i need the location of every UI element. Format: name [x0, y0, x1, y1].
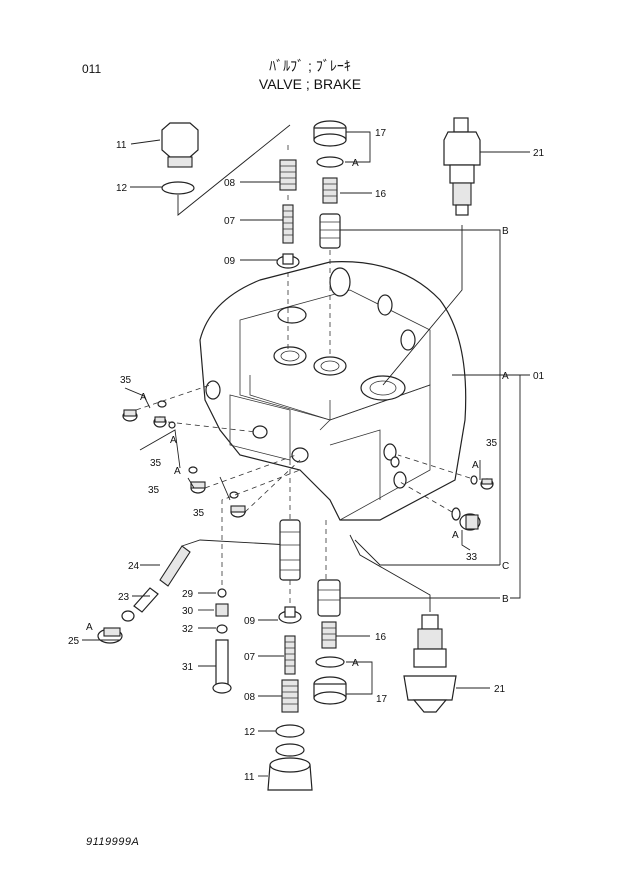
ref-line-b-join [500, 374, 521, 599]
ref-line-c [354, 539, 500, 566]
ref-c: C [502, 561, 509, 572]
ref-b-top: B [502, 226, 509, 237]
spring-24-leader [181, 539, 291, 547]
callout-17-bottom: 17 [376, 694, 388, 705]
oring-a1 [157, 400, 167, 408]
poppet-23 [133, 587, 159, 613]
callout-07-bottom: 07 [244, 652, 256, 663]
callout-31: 31 [182, 662, 194, 673]
oring-a4 [229, 491, 239, 499]
callout-35-1: 35 [120, 375, 132, 386]
callout-35-5: 35 [486, 438, 498, 449]
spring-16-top [322, 177, 338, 204]
oring-a2 [168, 421, 176, 429]
pin-31 [212, 639, 232, 694]
ref-b-bottom: B [502, 594, 509, 605]
ref-a-left-2: A [170, 435, 177, 446]
callout-35-3: 35 [148, 485, 160, 496]
document-code: 9119999A [86, 836, 140, 848]
callout-09-top: 09 [224, 256, 236, 267]
ref-a-right-1: A [472, 460, 479, 471]
callout-08-bottom: 08 [244, 692, 256, 703]
callout-17-top: 17 [375, 128, 387, 139]
callout-12-bottom: 12 [244, 727, 256, 738]
callout-07-top: 07 [224, 216, 236, 227]
plug-11-top [161, 122, 199, 168]
title-japanese: ﾊﾞﾙﾌﾞ ; ﾌﾞﾚｰｷ [269, 58, 351, 74]
oring-a6 [470, 475, 478, 485]
plug-35-4 [230, 505, 246, 518]
relief-valve-21-bottom [403, 614, 457, 713]
plug-30 [215, 603, 229, 617]
oring-a3 [188, 466, 198, 474]
plug-25 [97, 627, 123, 644]
spring-24 [159, 545, 191, 587]
plug-11-bottom [267, 743, 313, 791]
spool-bottom [279, 519, 301, 581]
callout-21-bottom: 21 [494, 684, 506, 695]
callout-35-2: 35 [150, 458, 162, 469]
callout-29: 29 [182, 589, 194, 600]
callout-35-4: 35 [193, 508, 205, 519]
page-code: 011 [82, 62, 102, 76]
callout-01: 01 [533, 371, 545, 382]
callout-21-top: 21 [533, 148, 545, 159]
callout-09-bottom: 09 [244, 616, 256, 627]
seat-09-top [276, 253, 300, 269]
ref-a-body: A [502, 371, 509, 382]
oring-17-top [316, 156, 344, 168]
oring-12-bottom [275, 724, 305, 738]
spring-08-bottom [281, 679, 299, 713]
spring-07-top [282, 204, 294, 244]
valve-body [199, 261, 467, 521]
oring-12-top [161, 181, 195, 195]
ref-a-bottom: A [352, 658, 359, 669]
relief-valve-21-top [443, 117, 481, 216]
callout-33: 33 [466, 552, 478, 563]
plug-35-3 [190, 481, 206, 494]
ref-a-left-1: A [140, 392, 147, 403]
plug-17-top [313, 120, 347, 147]
seat-09-bottom [278, 606, 302, 624]
callout-24: 24 [128, 561, 140, 572]
valve-21-leader-top [382, 225, 463, 386]
oring-a5 [451, 507, 461, 521]
callout-30: 30 [182, 606, 194, 617]
plug-17-bottom [313, 676, 347, 705]
ref-a-plug-25: A [86, 622, 93, 633]
plug-33 [459, 513, 481, 531]
valve-21-leader-bottom [349, 534, 431, 612]
callout-11-top: 11 [116, 140, 127, 151]
callout-25: 25 [68, 636, 80, 647]
spring-07-bottom [284, 635, 296, 675]
callout-23: 23 [118, 592, 130, 603]
callout-16-bottom: 16 [375, 632, 387, 643]
plug-35-5 [480, 478, 494, 490]
plug-35-2 [153, 416, 167, 428]
ref-line-b-top [340, 229, 501, 375]
ref-a-right-2: A [452, 530, 459, 541]
plug-leader-top [177, 124, 291, 216]
ref-a-left-3: A [174, 466, 181, 477]
callout-12-top: 12 [116, 183, 128, 194]
oring-17-bottom [315, 656, 345, 668]
ball-29 [217, 588, 227, 598]
title-english: VALVE ; BRAKE [258, 76, 362, 92]
callout-11-bottom: 11 [244, 772, 255, 783]
spring-16-bottom [321, 621, 337, 649]
callout-08-top: 08 [224, 178, 236, 189]
ref-a-top: A [352, 158, 359, 169]
piston-top [319, 213, 341, 249]
oring-32 [216, 624, 228, 634]
spring-08-top [279, 159, 297, 191]
plug-35-1 [122, 409, 138, 422]
callout-16-top: 16 [375, 189, 387, 200]
callout-32: 32 [182, 624, 194, 635]
ball-a [121, 610, 135, 622]
piston-bottom [317, 579, 341, 617]
